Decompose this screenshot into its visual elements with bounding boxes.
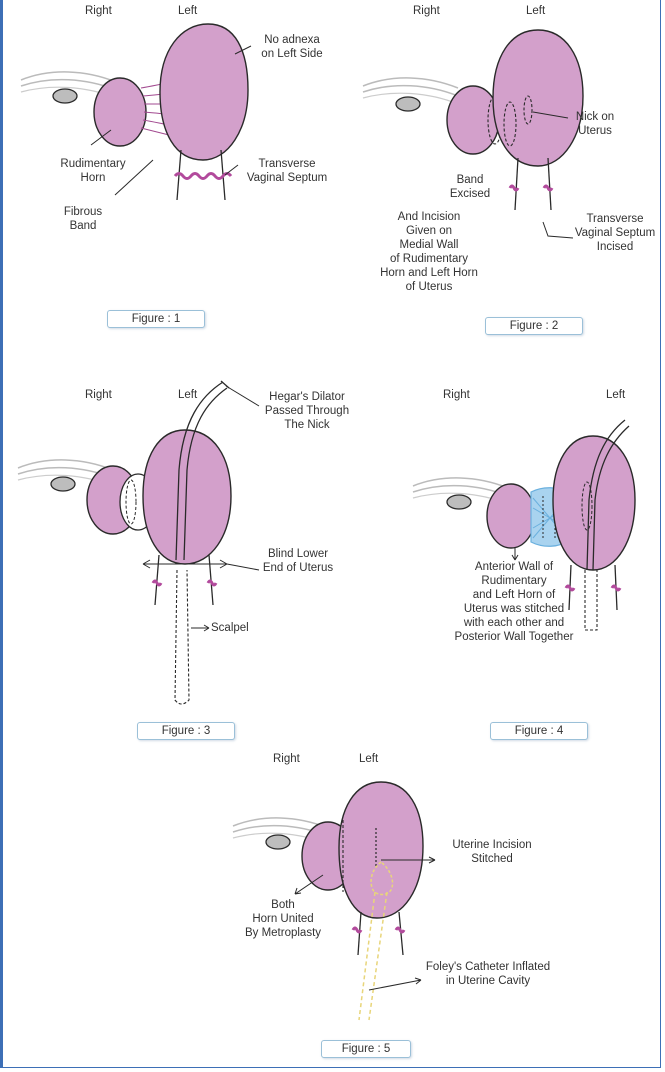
fig4-left-label: Left bbox=[606, 388, 625, 402]
rudimentary-horn-label: Rudimentary Horn bbox=[53, 157, 133, 185]
figure-3-drawing bbox=[18, 381, 259, 704]
scalpel bbox=[175, 570, 189, 704]
uterine-incision-label: Uterine Incision Stitched bbox=[437, 838, 547, 866]
fig2-right-label: Right bbox=[413, 4, 440, 18]
nick-label: Nick on Uterus bbox=[565, 110, 625, 138]
band-excised-label: Band Excised bbox=[440, 173, 500, 201]
fig3-left-label: Left bbox=[178, 388, 197, 402]
both-horn-label: Both Horn United By Metroplasty bbox=[233, 898, 333, 940]
rudimentary-horn bbox=[94, 78, 146, 146]
figure-5-caption: Figure : 5 bbox=[321, 1040, 411, 1058]
incision-label: And Incision Given on Medial Wall of Rud… bbox=[371, 210, 487, 294]
blind-end-label: Blind Lower End of Uterus bbox=[253, 547, 343, 575]
no-adnexa-label: No adnexa on Left Side bbox=[249, 33, 335, 61]
figure-4-caption: Figure : 4 bbox=[490, 722, 588, 740]
transverse-septum bbox=[175, 174, 231, 179]
fig3-right-label: Right bbox=[85, 388, 112, 402]
ovary bbox=[53, 89, 77, 103]
figure-2-caption: Figure : 2 bbox=[485, 317, 583, 335]
fig2-left-label: Left bbox=[526, 4, 545, 18]
scalpel-label: Scalpel bbox=[211, 621, 249, 635]
uterus-left-horn bbox=[160, 24, 248, 160]
fig4-right-label: Right bbox=[443, 388, 470, 402]
figure-1-caption: Figure : 1 bbox=[107, 310, 205, 328]
figure-2-drawing bbox=[363, 30, 583, 238]
fig1-left-label: Left bbox=[178, 4, 197, 18]
hegar-label: Hegar's Dilator Passed Through The Nick bbox=[257, 390, 357, 432]
fig5-right-label: Right bbox=[273, 752, 300, 766]
septum-incised-label: Transverse Vaginal Septum Incised bbox=[566, 212, 664, 254]
figure-3-caption: Figure : 3 bbox=[137, 722, 235, 740]
anterior-wall-label: Anterior Wall of Rudimentary and Left Ho… bbox=[439, 560, 589, 644]
fig5-left-label: Left bbox=[359, 752, 378, 766]
foley-label: Foley's Catheter Inflated in Uterine Cav… bbox=[413, 960, 563, 988]
fibrous-band-label: Fibrous Band bbox=[53, 205, 113, 233]
fig1-right-label: Right bbox=[85, 4, 112, 18]
transverse-septum-label: Transverse Vaginal Septum bbox=[227, 157, 347, 185]
